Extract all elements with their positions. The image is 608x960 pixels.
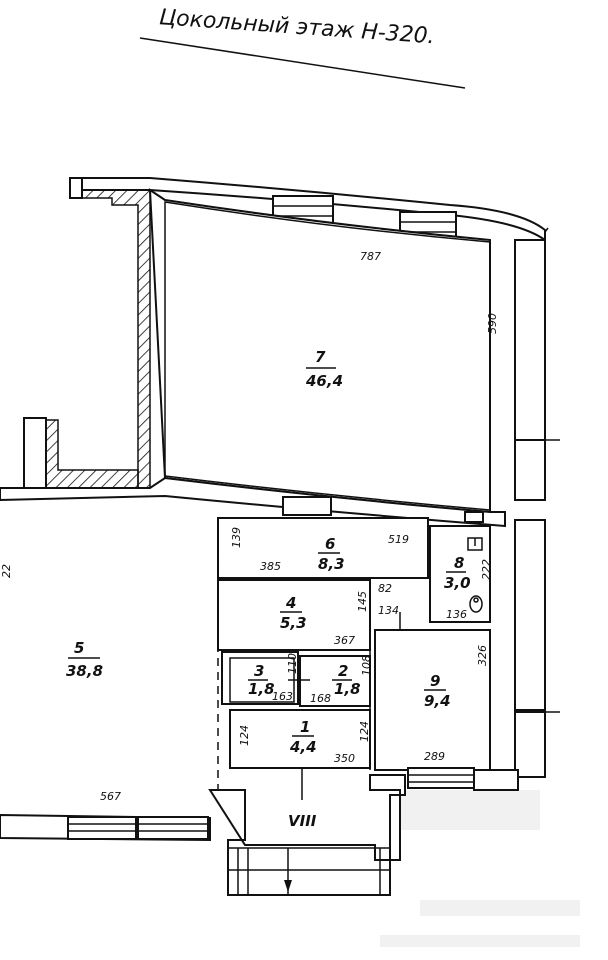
room-label-8: 8 3,0 [444,554,471,592]
dim-r6-length: 385 [260,560,281,573]
hatched-fill-bottom [45,419,139,491]
dim-r3-side: 110 [286,653,299,674]
room-2 [299,655,371,707]
dim-r1-right: 124 [358,721,371,742]
sink-icon [467,537,483,551]
dim-corr2: 134 [378,604,399,617]
room-1 [229,709,371,769]
column-left [23,417,47,489]
entrance-stair [208,774,406,896]
dim-r6-left: 139 [230,527,243,548]
hatched-fill-top [81,189,151,491]
svg-text:1,8: 1,8 [334,680,361,698]
entrance-label: VIII [288,812,317,830]
svg-text:4: 4 [285,594,296,612]
svg-text:8,3: 8,3 [318,555,345,573]
room-label-5: 5 38,8 [66,639,103,680]
room-8 [429,525,491,623]
dim-r4-bottom: 367 [334,634,355,647]
outer-wall-bottom [0,767,519,842]
svg-text:7: 7 [315,348,326,366]
dim-r6-right: 519 [388,533,409,546]
svg-text:38,8: 38,8 [66,662,103,680]
svg-text:46,4: 46,4 [305,372,343,390]
outer-wall-left [69,177,83,199]
dim-r9-side: 326 [476,645,489,666]
dim-corr: 82 [378,582,392,595]
dim-r3-bottom: 163 [272,690,293,703]
room-label-1: 1 4,4 [289,718,317,756]
svg-text:8: 8 [454,554,464,572]
svg-text:9,4: 9,4 [424,692,451,710]
room-9 [374,629,491,771]
dim-r1-left: 124 [238,725,251,746]
dim-r5-side: 22 [0,564,13,578]
dim-r4-side: 145 [356,591,369,612]
room-label-9: 9 9,4 [424,672,451,710]
svg-text:1,8: 1,8 [248,680,275,698]
bleed-through [380,790,580,947]
svg-text:5: 5 [74,639,84,657]
dim-r8-bottom: 136 [446,608,467,621]
wall-stub [282,496,332,516]
dim-r5-bottom: 567 [100,790,121,803]
dim-r8-side: 222 [480,559,493,580]
outer-wall-right [514,227,560,778]
svg-text:9: 9 [430,672,440,690]
svg-text:3: 3 [254,662,264,680]
svg-text:2: 2 [338,662,348,680]
room-6 [217,517,429,579]
room-7-inner [164,201,491,511]
dim-r1-bottom: 350 [334,752,355,765]
title-underline [139,37,466,89]
svg-text:3,0: 3,0 [444,574,471,592]
room-4 [217,579,371,651]
toilet-icon [469,595,483,613]
room-label-7: 7 46,4 [305,348,343,390]
room-label-2: 2 1,8 [332,662,361,698]
room-label-4: 4 5,3 [280,594,307,632]
dim-r9-bottom: 289 [424,750,445,763]
room-8-vent [464,511,484,523]
dim-r2-bottom: 168 [310,692,331,705]
svg-text:5,3: 5,3 [280,614,307,632]
dim-r2-side: 108 [360,655,373,676]
svg-text:1: 1 [300,718,310,736]
room-label-3: 3 1,8 [248,662,275,698]
svg-text:6: 6 [325,535,335,553]
dim-r7-width: 787 [360,250,381,263]
room-label-6: 6 8,3 [318,535,345,573]
room-3 [221,651,299,705]
svg-text:4,4: 4,4 [289,738,317,756]
plan-title: Цокольный этаж Н-320. [158,5,435,49]
dim-r7-depth: 590 [486,313,499,334]
wall-mid [0,476,506,528]
